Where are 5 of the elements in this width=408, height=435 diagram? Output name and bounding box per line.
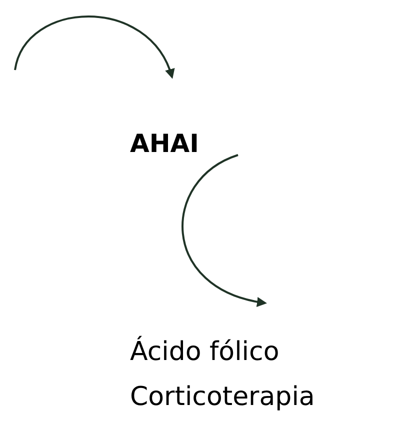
curved-arrow xyxy=(14,16,174,79)
node-text: AHAI xyxy=(130,128,200,160)
node-text: Ácido fólico xyxy=(130,334,280,369)
curved-arrow xyxy=(182,154,267,306)
node-text: Corticoterapia xyxy=(130,381,316,414)
